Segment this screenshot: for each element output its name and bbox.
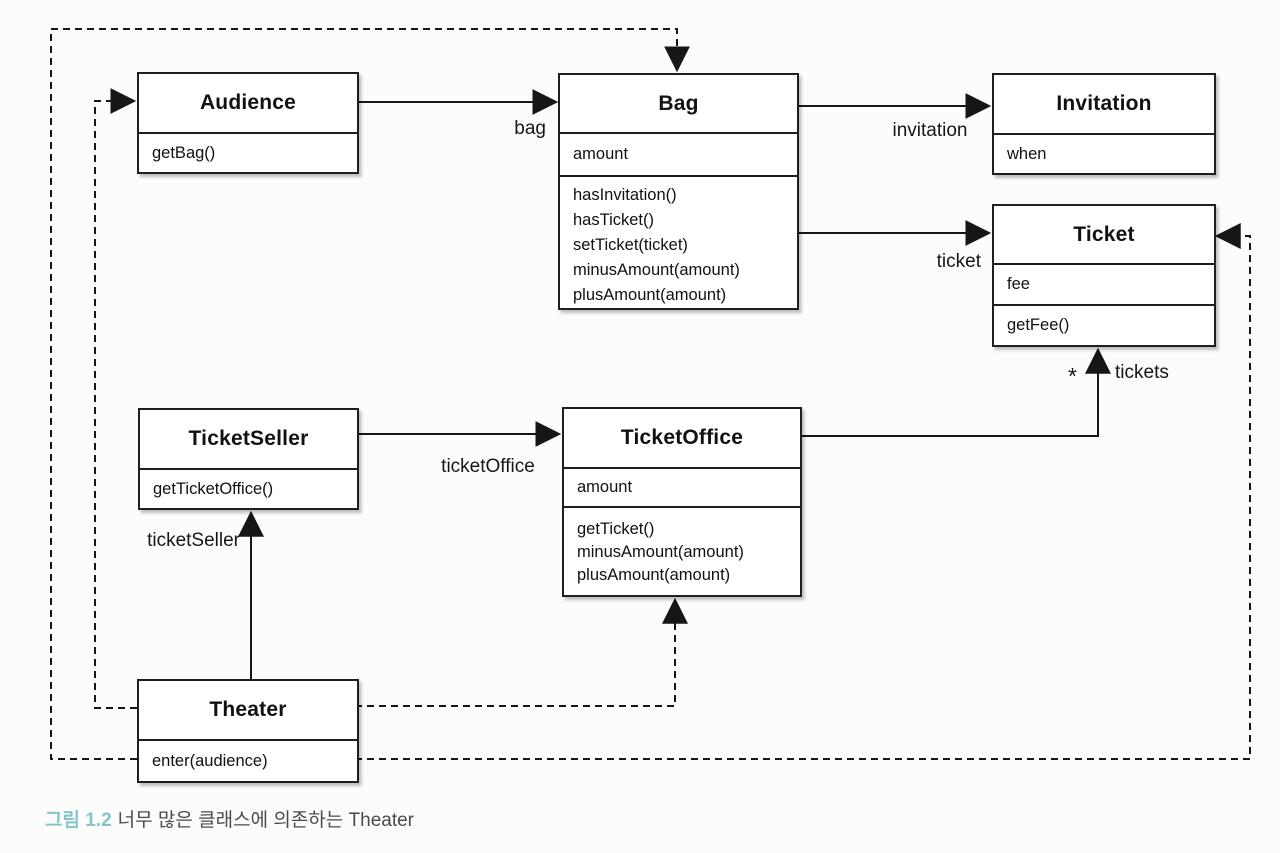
edge-theater-audience-dashed [94,88,137,709]
method-row: hasTicket() [573,211,654,229]
attribute-row: amount [564,467,800,506]
class-name-ticket: Ticket [1073,222,1135,246]
attribute-row: when [994,133,1214,173]
edge-label-bag: bag [514,118,546,139]
method-row: hasInvitation() [573,186,677,204]
method-row: minusAmount(amount) [573,261,740,279]
class-box-audience: Audience getBag() [137,72,359,174]
method-row: getBag() [139,132,357,172]
class-name-invitation: Invitation [1056,92,1152,115]
figure-caption-number: 그림 1.2 [45,810,112,831]
class-box-ticket: Ticket fee getFee() [992,204,1216,347]
class-name-ticketseller: TicketSeller [188,427,309,450]
attribute-row: amount [560,132,797,175]
class-name-bag: Bag [658,91,699,115]
edge-theater-bag-dashed [50,28,690,760]
method-row: getTicket() [577,520,655,538]
edge-label-invitation: invitation [892,120,968,141]
edge-label-ticketoffice: ticketOffice [441,456,535,477]
class-box-invitation: Invitation when [992,73,1216,175]
class-box-bag: Bag amount hasInvitation() hasTicket() s… [558,73,799,310]
class-box-ticketoffice: TicketOffice amount getTicket() minusAmo… [562,407,802,597]
class-name-audience: Audience [199,91,297,114]
class-box-theater: Theater enter(audience) [137,679,359,783]
method-row: getFee() [994,304,1214,345]
method-row: setTicket(ticket) [573,236,688,254]
edge-theater-ticket-dashed [355,223,1251,760]
method-row: plusAmount(amount) [577,566,731,584]
method-row: getTicketOffice() [140,468,357,508]
class-name-ticketoffice: TicketOffice [620,426,744,449]
method-row: minusAmount(amount) [577,543,744,561]
edge-label-tickets: tickets [1115,362,1169,383]
edge-label-ticketseller: ticketSeller [147,530,240,551]
edge-ticketoffice-ticket [798,347,1111,437]
class-box-ticketseller: TicketSeller getTicketOffice() [138,408,359,510]
edge-label-tickets-multiplicity: * [1068,363,1077,389]
method-row: plusAmount(amount) [573,286,727,304]
class-name-theater: Theater [209,698,287,721]
method-row: enter(audience) [139,739,357,781]
figure-caption-text: 너무 많은 클래스에 의존하는 Theater [117,810,415,831]
attribute-row: fee [994,263,1214,304]
edge-theater-ticketoffice-dashed [355,597,688,707]
edge-label-ticket: ticket [936,251,981,272]
